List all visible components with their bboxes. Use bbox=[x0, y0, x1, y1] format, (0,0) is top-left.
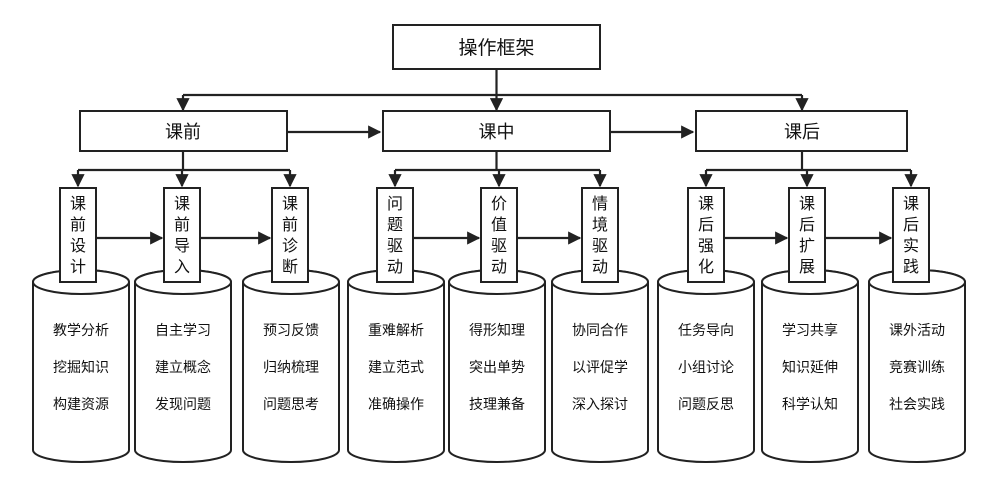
sub-node-char: 驱 bbox=[387, 236, 403, 255]
sub-node-char: 值 bbox=[491, 215, 507, 234]
phase-node: 课中 bbox=[382, 110, 611, 152]
sub-node-char: 展 bbox=[799, 257, 815, 276]
root-connectors bbox=[176, 69, 809, 112]
cylinder-item: 学习共享 bbox=[782, 322, 838, 339]
sub-node-char: 动 bbox=[387, 257, 403, 276]
sub-node-char: 后 bbox=[799, 215, 815, 234]
cylinder-item: 问题反思 bbox=[678, 397, 734, 413]
phase-sub-connectors bbox=[699, 151, 918, 188]
cylinder-item: 竞赛训练 bbox=[889, 359, 945, 376]
sub-node-char: 践 bbox=[903, 257, 919, 276]
sub-node-char: 课 bbox=[70, 194, 86, 213]
sub-node-char: 设 bbox=[70, 236, 86, 255]
cylinder-item: 发现问题 bbox=[155, 397, 211, 413]
sub-node-char: 前 bbox=[70, 215, 86, 234]
cylinder-item: 技理兼备 bbox=[469, 396, 525, 413]
cylinder-item: 准确操作 bbox=[368, 397, 424, 413]
sub-node-char: 课 bbox=[174, 194, 190, 213]
sub-node-char: 驱 bbox=[592, 236, 608, 255]
cylinder-item: 知识延伸 bbox=[782, 359, 838, 376]
sub-node-char: 课 bbox=[698, 194, 714, 213]
phase-sub-connectors bbox=[388, 151, 607, 188]
sub-node-char: 诊 bbox=[282, 236, 298, 255]
cylinder-item: 社会实践 bbox=[889, 397, 945, 413]
cylinder-item: 课外活动 bbox=[889, 323, 945, 339]
cylinder-item: 任务导向 bbox=[678, 323, 734, 339]
sub-node-char: 前 bbox=[174, 215, 190, 234]
cylinder-item: 教学分析 bbox=[53, 323, 109, 339]
phase-sub-connectors bbox=[71, 151, 297, 188]
cylinder-item: 建立概念 bbox=[155, 359, 211, 376]
cylinder-item: 建立范式 bbox=[368, 359, 424, 376]
sub-node-char: 后 bbox=[903, 215, 919, 234]
sub-node-char: 题 bbox=[387, 215, 403, 234]
cylinder-item: 深入探讨 bbox=[572, 397, 628, 413]
cylinder-item: 预习反馈 bbox=[263, 323, 319, 339]
sub-node-char: 断 bbox=[282, 257, 298, 276]
root-label: 操作框架 bbox=[458, 37, 534, 59]
cylinder-item: 突出单势 bbox=[469, 360, 525, 376]
sub-node-char: 动 bbox=[491, 257, 507, 276]
cylinder-item: 得形知理 bbox=[469, 322, 525, 339]
sub-node-char: 驱 bbox=[491, 236, 507, 255]
sub-node-char: 计 bbox=[70, 257, 86, 276]
sub-node-char: 问 bbox=[387, 194, 403, 213]
phase-node: 课后 bbox=[695, 110, 908, 152]
root-node: 操作框架 bbox=[392, 24, 601, 70]
sub-node-char: 价 bbox=[491, 194, 507, 213]
sub-node-char: 境 bbox=[592, 215, 608, 234]
sub-node-char: 导 bbox=[174, 236, 190, 255]
cylinder-item: 小组讨论 bbox=[678, 360, 734, 376]
cylinder-item: 以评促学 bbox=[572, 360, 628, 376]
cylinder-item: 挖掘知识 bbox=[53, 359, 109, 376]
sub-node-char: 入 bbox=[174, 257, 190, 276]
sub-node-char: 化 bbox=[698, 257, 714, 276]
cylinder-item: 问题思考 bbox=[263, 397, 319, 413]
phase-label: 课后 bbox=[784, 122, 820, 143]
phase-node: 课前 bbox=[79, 110, 288, 152]
cylinder-item: 协同合作 bbox=[572, 323, 628, 339]
cylinder-item: 构建资源 bbox=[53, 397, 109, 413]
phase-label: 课中 bbox=[479, 122, 515, 143]
sub-node-char: 动 bbox=[592, 257, 608, 276]
phase-label: 课前 bbox=[165, 122, 201, 143]
sub-node-char: 实 bbox=[903, 236, 919, 255]
sub-node-char: 情 bbox=[592, 194, 608, 213]
sub-node-char: 前 bbox=[282, 215, 298, 234]
sub-node-char: 课 bbox=[903, 194, 919, 213]
cylinder-item: 归纳梳理 bbox=[263, 359, 319, 376]
sub-node-char: 课 bbox=[282, 194, 298, 213]
cylinder-item: 重难解析 bbox=[368, 323, 424, 339]
sub-node-char: 扩 bbox=[799, 236, 815, 255]
cylinder-item: 自主学习 bbox=[155, 323, 211, 339]
sub-node-char: 强 bbox=[698, 236, 714, 255]
sub-node-char: 后 bbox=[698, 215, 714, 234]
cylinder-item: 科学认知 bbox=[782, 396, 838, 413]
sub-node-char: 课 bbox=[799, 194, 815, 213]
